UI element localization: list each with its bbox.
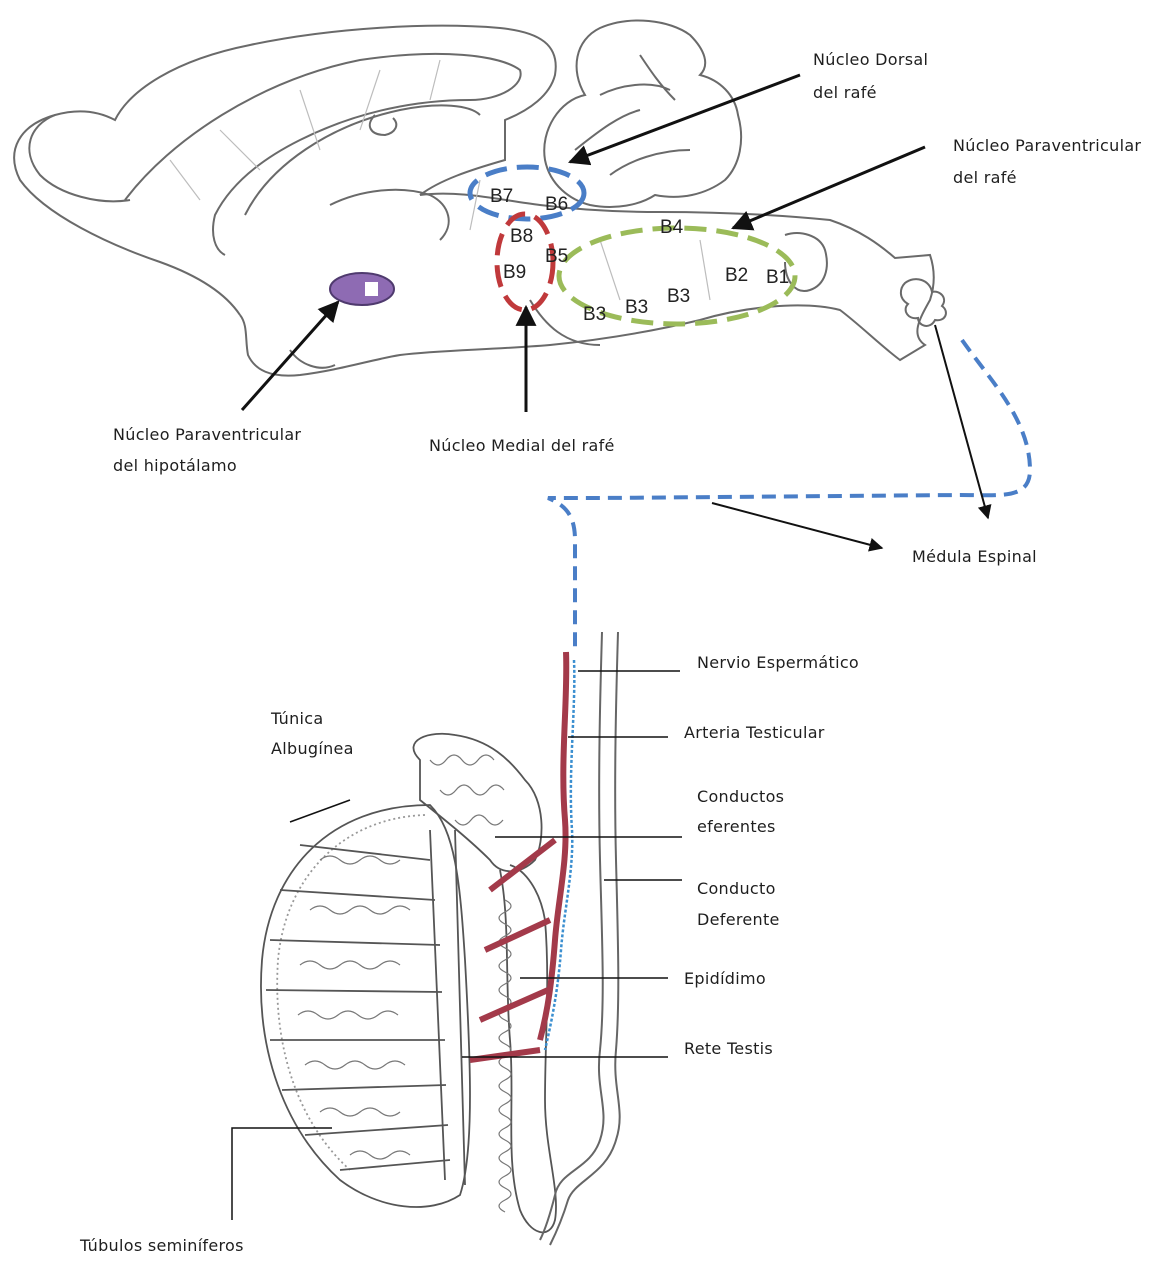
- label-testicular-artery: Arteria Testicular: [684, 718, 825, 748]
- testis-illustration: [261, 734, 556, 1233]
- label-dorsal-raphe-line1: Núcleo Dorsal: [813, 45, 928, 75]
- label-rete-testis: Rete Testis: [684, 1034, 773, 1064]
- nucleus-b3-middle: B3: [625, 297, 648, 318]
- nucleus-b6: B6: [545, 194, 568, 215]
- vas-deferens-tube-inner: [550, 632, 620, 1245]
- cerebellum-outline: [544, 21, 741, 207]
- nucleus-b7: B7: [490, 186, 513, 207]
- label-tunica-albuginea-line1: Túnica: [271, 704, 323, 734]
- spinal-cord-path: [548, 340, 1030, 650]
- brain-sagittal-section: [14, 21, 934, 376]
- cerebrum-outline: [14, 26, 556, 315]
- nucleus-b3-right: B3: [667, 286, 690, 307]
- pointer-spinal-cord-right: [935, 325, 988, 518]
- pointer-spinal-cord-left: [712, 503, 882, 548]
- leader-seminiferous-tubules: [232, 1128, 332, 1220]
- nucleus-b3-left: B3: [583, 304, 606, 325]
- label-medial-raphe: Núcleo Medial del rafé: [429, 431, 615, 461]
- label-paraventricular-raphe-line1: Núcleo Paraventricular: [953, 131, 1141, 161]
- label-hypothalamus-line1: Núcleo Paraventricular: [113, 420, 301, 450]
- leader-tunica-albuginea: [290, 800, 350, 822]
- label-epididymis: Epidídimo: [684, 964, 766, 994]
- label-efferent-ducts-line2: eferentes: [697, 812, 776, 842]
- nucleus-b1: B1: [766, 267, 789, 288]
- nucleus-b8: B8: [510, 226, 533, 247]
- nucleus-b2: B2: [725, 265, 748, 286]
- testicular-artery: [470, 652, 566, 1060]
- label-tunica-albuginea-line2: Albugínea: [271, 734, 354, 764]
- corpus-callosum: [125, 54, 521, 255]
- nucleus-b9: B9: [503, 262, 526, 283]
- olfactory-bulb: [29, 115, 130, 201]
- pointer-dorsal-raphe: [570, 75, 800, 162]
- label-hypothalamus-line2: del hipotálamo: [113, 451, 237, 481]
- label-efferent-ducts-line1: Conductos: [697, 782, 784, 812]
- nucleus-b5: B5: [545, 246, 568, 267]
- label-vas-deferens-line2: Deferente: [697, 905, 780, 935]
- pointer-paraventricular-raphe: [733, 147, 925, 228]
- label-paraventricular-raphe-line2: del rafé: [953, 163, 1017, 193]
- nucleus-b4: B4: [660, 217, 684, 238]
- hypothalamus-nucleus-marker: [330, 273, 394, 305]
- label-dorsal-raphe-line2: del rafé: [813, 78, 877, 108]
- label-spinal-cord: Médula Espinal: [912, 542, 1037, 572]
- testis-outline: [261, 805, 470, 1207]
- label-vas-deferens-line1: Conducto: [697, 874, 776, 904]
- epididymis-head: [413, 734, 541, 872]
- label-seminiferous-tubules: Túbulos seminíferos: [80, 1231, 244, 1261]
- label-pointers: [242, 75, 988, 548]
- label-spermatic-nerve: Nervio Espermático: [697, 648, 859, 678]
- pointer-hypothalamus: [242, 302, 338, 410]
- spinal-ganglion: [901, 279, 946, 326]
